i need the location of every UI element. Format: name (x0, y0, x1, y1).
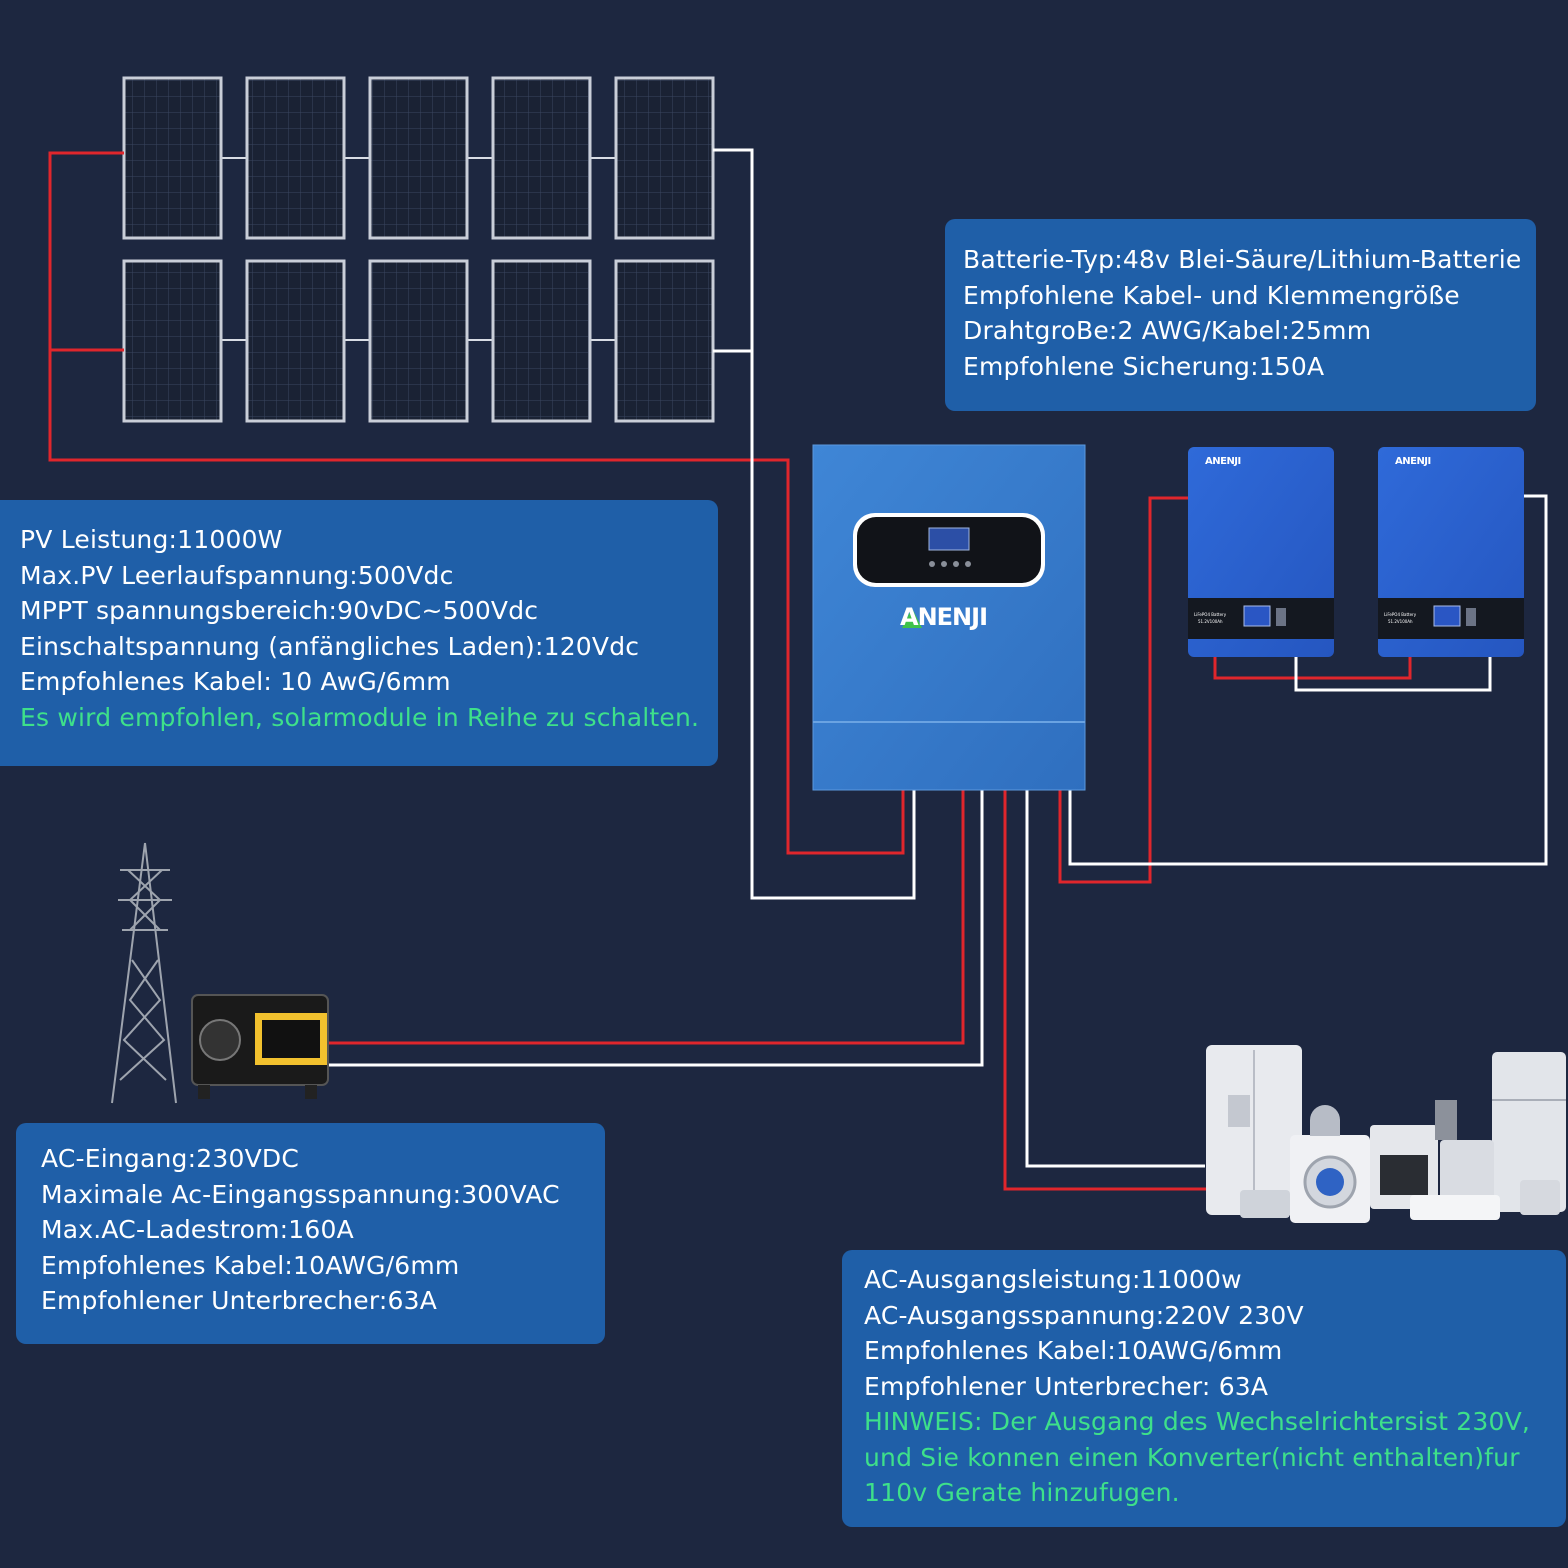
ac-input-spec-line: Empfohlener Unterbrecher:63A (41, 1286, 438, 1315)
ac-output-wires (1003, 790, 1210, 1191)
ac-output-note-line: 110v Gerate hinzufugen. (864, 1478, 1180, 1507)
pv-spec-line: Einschaltspannung (anfängliches Laden):1… (20, 631, 640, 661)
ac-input-spec-line: AC-Eingang:230VDC (41, 1144, 299, 1173)
battery-2-type-label: LiFePO4 Battery (1384, 612, 1417, 617)
panel-interconnect-wires (221, 157, 616, 341)
solar-panel-array (122, 76, 715, 423)
pv-spec-line: PV Leistung:11000W (20, 525, 283, 554)
pv-spec-line: Empfohlenes Kabel: 10 AwG/6mm (20, 667, 451, 696)
battery-2 (1378, 447, 1524, 657)
pv-spec-box: PV Leistung:11000W Max.PV Leerlaufspannu… (0, 500, 718, 766)
ac-input-spec-line: Maximale Ac-Eingangsspannung:300VAC (41, 1179, 560, 1209)
battery-negative-wire (1068, 494, 1548, 866)
pv-recommendation-note: Es wird empfohlen, solarmodule in Reihe … (20, 702, 700, 732)
battery-spec-line: DrahtgroBe:2 AWG/Kabel:25mm (963, 316, 1372, 345)
ac-input-wires (328, 790, 984, 1067)
solar-panel (614, 259, 715, 423)
household-appliances (1206, 1045, 1566, 1223)
ac-input-spec-box: AC-Eingang:230VDC Maximale Ac-Eingangssp… (16, 1123, 605, 1344)
ac-output-spec-line: Empfohlenes Kabel:10AWG/6mm (864, 1336, 1283, 1365)
pv-spec-line: Max.PV Leerlaufspannung:500Vdc (20, 560, 454, 590)
battery-1-capacity-label: 51.2V100Ah (1198, 619, 1223, 624)
battery-1 (1188, 447, 1334, 657)
solar-panel (491, 259, 592, 423)
ac-output-spec-line: AC-Ausgangsspannung:220V 230V (864, 1300, 1304, 1330)
solar-panel (122, 76, 223, 240)
battery-2-capacity-label: 51.2V100Ah (1388, 619, 1413, 624)
pv-spec-line: MPPT spannungsbereich:90vDC~500Vdc (20, 596, 539, 625)
solar-panel (368, 76, 469, 240)
battery-1-type-label: LiFePO4 Battery (1194, 612, 1227, 617)
solar-panel (245, 259, 346, 423)
power-tower-icon (111, 842, 177, 1104)
generator-icon (191, 994, 329, 1099)
battery-1-brand-logo: ANENJI (1205, 456, 1241, 467)
solar-panel (491, 76, 592, 240)
inverter-brand-logo: ANENJI (900, 603, 988, 631)
pv-positive-wire (48, 151, 905, 855)
inverter (812, 444, 1086, 791)
battery-positive-wire (1058, 496, 1412, 884)
battery-2-brand-logo: ANENJI (1395, 456, 1431, 467)
ac-output-spec-box: AC-Ausgangsleistung:11000w AC-Ausgangssp… (842, 1250, 1566, 1527)
battery-spec-line: Empfohlene Kabel- und Klemmengröße (963, 280, 1460, 310)
ac-output-note-line: HINWEIS: Der Ausgang des Wechselrichters… (864, 1407, 1531, 1436)
solar-panel (614, 76, 715, 240)
solar-panel (122, 259, 223, 423)
pv-negative-wire (713, 148, 916, 900)
solar-panel (245, 76, 346, 240)
ac-input-spec-line: Max.AC-Ladestrom:160A (41, 1215, 354, 1244)
battery-spec-box: Batterie-Typ:48v Blei-Säure/Lithium-Batt… (945, 219, 1536, 411)
ac-output-note-line: und Sie konnen einen Konverter(nicht ent… (864, 1442, 1520, 1472)
ac-output-spec-line: Empfohlener Unterbrecher: 63A (864, 1371, 1269, 1401)
battery-spec-line: Batterie-Typ:48v Blei-Säure/Lithium-Batt… (963, 245, 1522, 274)
battery-spec-line: Empfohlene Sicherung:150A (963, 351, 1325, 381)
ac-output-spec-line: AC-Ausgangsleistung:11000w (864, 1265, 1242, 1294)
solar-panel (368, 259, 469, 423)
ac-input-spec-line: Empfohlenes Kabel:10AWG/6mm (41, 1250, 460, 1280)
